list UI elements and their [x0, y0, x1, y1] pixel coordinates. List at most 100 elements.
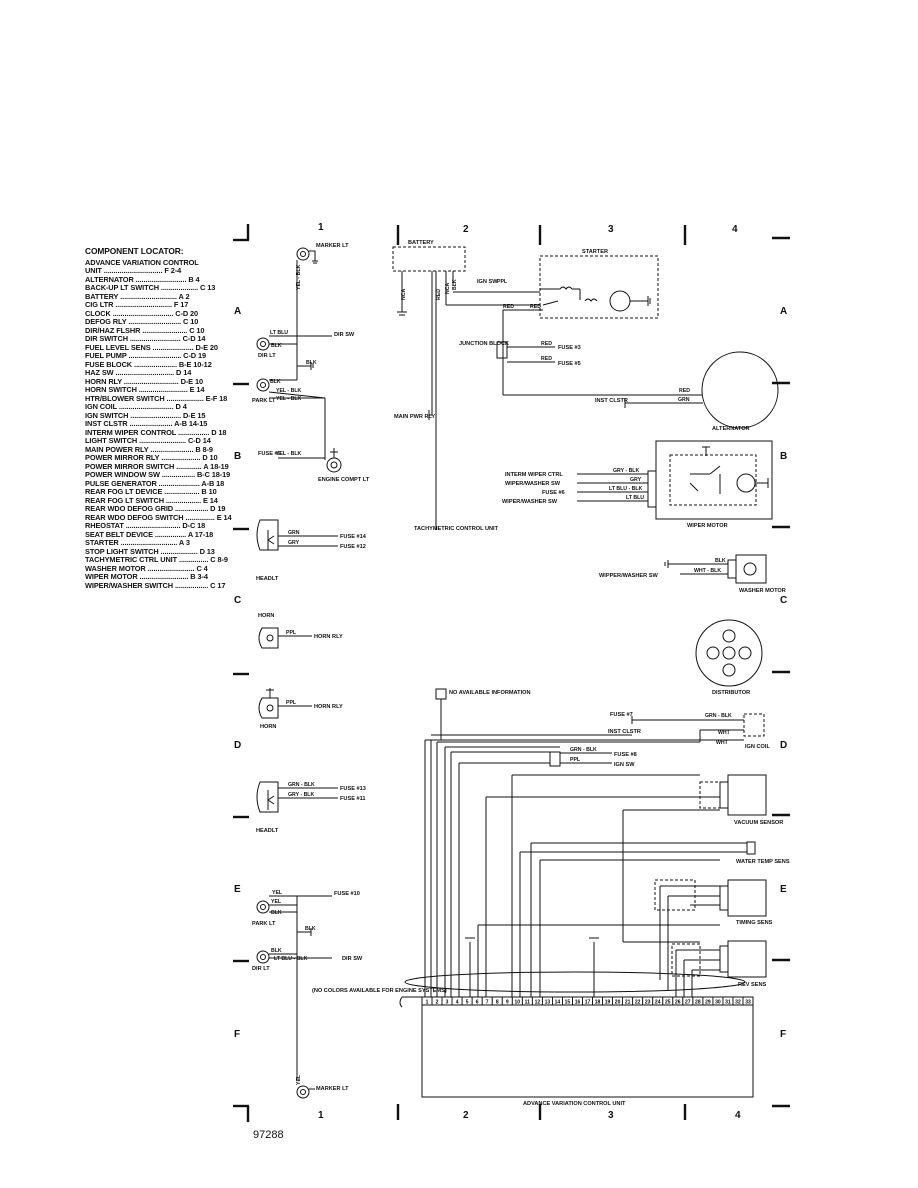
label-ign-sw: IGN SW [477, 279, 498, 285]
label-headlt-top: HEADLT [256, 576, 279, 582]
row-label-a: A [234, 306, 241, 317]
avcu-pin-number: 1 [426, 1000, 429, 1006]
junction-block [496, 341, 779, 429]
avcu-harness [399, 688, 747, 1008]
battery-section [392, 246, 540, 530]
wire-lt-blu-wiper: LT BLU [626, 495, 644, 501]
label-no-colors: (NO COLORS AVAILABLE FOR ENGINE SYSTEMS) [312, 988, 447, 994]
row-label-e: E [234, 884, 241, 895]
label-wiper-washer-sw2: WIPER/WASHER SW [502, 499, 558, 505]
wire-red-starter2: RED [530, 304, 541, 310]
avcu-pin-number: 25 [665, 1000, 671, 1006]
label-inst-clstr2: INST CLSTR [608, 729, 641, 735]
avcu-pin-number: 5 [466, 1000, 469, 1006]
row-label-d-right: D [780, 740, 787, 751]
locator-entry: REAR FOG LT SWITCH .................. E … [85, 496, 218, 505]
wire-grn-blk-fuse8: GRN - BLK [570, 747, 597, 753]
row-label-e-right: E [780, 884, 787, 895]
left-lamps-top [256, 247, 342, 551]
avcu-pin-number: 17 [585, 1000, 591, 1006]
avcu-pin-number: 22 [635, 1000, 641, 1006]
label-engine-compt-lt: ENGINE COMPT LT [318, 477, 370, 483]
label-avcu: ADVANCE VARIATION CONTROL UNIT [523, 1101, 626, 1107]
wire-grn-blk-headlt: GRN - BLK [288, 782, 315, 788]
wire-lt-blu-blk-dir: LT BLU - BLK [274, 956, 308, 962]
grid-labels: 1 2 3 4 1 2 3 4 A B C D E F A B C D E F [234, 222, 787, 1121]
label-distributor: DISTRIBUTOR [712, 690, 750, 696]
avcu-pin-number: 9 [506, 1000, 509, 1006]
col-label-1: 1 [318, 222, 324, 233]
locator-entry: INTERM WIPER CONTROL ................ D … [85, 428, 227, 437]
label-horn-rly-top: HORN RLY [314, 634, 343, 640]
locator-entry: LIGHT SWITCH ........................ C-… [85, 437, 211, 445]
avcu-pin-number: 27 [685, 1000, 691, 1006]
label-alternator: ALTERNATOR [712, 426, 750, 432]
label-dir-lt-bottom: DIR LT [252, 966, 270, 972]
wire-red-battery: RED [436, 289, 442, 300]
locator-entry: CIG LTR ............................. F … [85, 301, 189, 309]
label-wiper-washer-sw: WIPER/WASHER SW [505, 481, 561, 487]
locator-entry: DIR/HAZ FLSHR ....................... C … [85, 326, 205, 335]
label-fuse14: FUSE #14 [340, 534, 367, 540]
label-no-info: NO AVAILABLE INFORMATION [449, 690, 531, 696]
avcu-pin-number: 33 [745, 1000, 751, 1006]
wire-blk-park: BLK [270, 379, 281, 385]
label-rev-sens: REV SENS [738, 982, 767, 988]
label-fuse5: FUSE #5 [558, 361, 581, 367]
locator-entry: POWER WINDOW SW ................. B-C 18… [85, 471, 231, 479]
row-label-c: C [234, 595, 241, 606]
wire-ppl-ign: PPL [497, 279, 508, 285]
row-label-a-right: A [780, 306, 787, 317]
wire-blk-dir-bottom: BLK [271, 948, 282, 954]
left-horns [256, 627, 338, 813]
label-dir-sw-bottom: DIR SW [342, 956, 363, 962]
wire-gry-wiper: GRY [630, 477, 642, 483]
locator-entry: STOP LIGHT SWITCH ................... D … [85, 547, 215, 556]
locator-entry: PULSE GENERATOR ..................... A-… [85, 479, 225, 488]
label-main-pwr-rly: MAIN PWR RLY [394, 414, 435, 420]
locator-entry: WIPER MOTOR ......................... B … [85, 573, 208, 581]
wire-yel-blk-fuse9: YEL - BLK [276, 451, 302, 457]
avcu-box [421, 996, 754, 1098]
grid-frame [233, 224, 790, 1122]
avcu-pin-number: 21 [625, 1000, 631, 1006]
label-horn-top: HORN [258, 613, 274, 619]
locator-entry: MAIN POWER RLY ...................... B … [85, 445, 213, 454]
label-fuse10: FUSE #10 [334, 891, 360, 897]
avcu-pin-number: 12 [535, 1000, 541, 1006]
col-label-2: 2 [463, 224, 469, 235]
label-timing-sens: TIMING SENS [736, 920, 773, 926]
component-locator: COMPONENT LOCATOR: ADVANCE VARIATION CON… [85, 247, 275, 590]
wire-grn-alt: GRN [678, 397, 690, 403]
label-fuse13: FUSE #13 [340, 786, 366, 792]
avcu-pin-number: 11 [525, 1000, 531, 1006]
locator-entry: FUEL PUMP ........................... C-… [85, 352, 206, 360]
sensors [719, 774, 767, 978]
wire-ppl-ign-sw: PPL [570, 757, 581, 763]
label-washer-motor: WASHER MOTOR [739, 588, 786, 594]
label-fuse11: FUSE #11 [340, 796, 366, 802]
label-headlt-bottom: HEADLT [256, 828, 279, 834]
avcu-pin-number: 23 [645, 1000, 651, 1006]
locator-entry: DIR SWITCH .......................... C-… [85, 335, 206, 343]
locator-title: COMPONENT LOCATOR: [85, 246, 184, 256]
wire-lt-blu-dir: LT BLU [270, 330, 288, 336]
locator-entry: DEFOG RLY ........................... C … [85, 318, 199, 326]
avcu-pin-number: 19 [605, 1000, 611, 1006]
locator-entry: REAR WDO DEFOG SWITCH ............... E … [85, 513, 232, 522]
locator-entry: WIPER/WASHER SWITCH ................. C … [85, 581, 226, 590]
row-label-d: D [234, 740, 241, 751]
locator-entry: ALTERNATOR .......................... B … [85, 275, 200, 284]
avcu-pin-cell [742, 996, 754, 1006]
wiper-motor [577, 440, 773, 520]
wire-yel-blk-park2: YEL - BLK [276, 396, 302, 402]
col-label-3-bottom: 3 [608, 1110, 614, 1121]
avcu-pin-number: 30 [715, 1000, 721, 1006]
row-label-f-right: F [780, 1029, 786, 1040]
wire-wht-blk-washer: WHT - BLK [694, 568, 721, 574]
footer-code: 97288 [253, 1129, 284, 1141]
avcu-pin-number: 15 [565, 1000, 571, 1006]
wire-yel-fuse10: YEL [272, 890, 283, 896]
locator-entry: TACHYMETRIC CTRL UNIT ............... C … [85, 556, 228, 564]
avcu-pin-number: 8 [496, 1000, 499, 1006]
